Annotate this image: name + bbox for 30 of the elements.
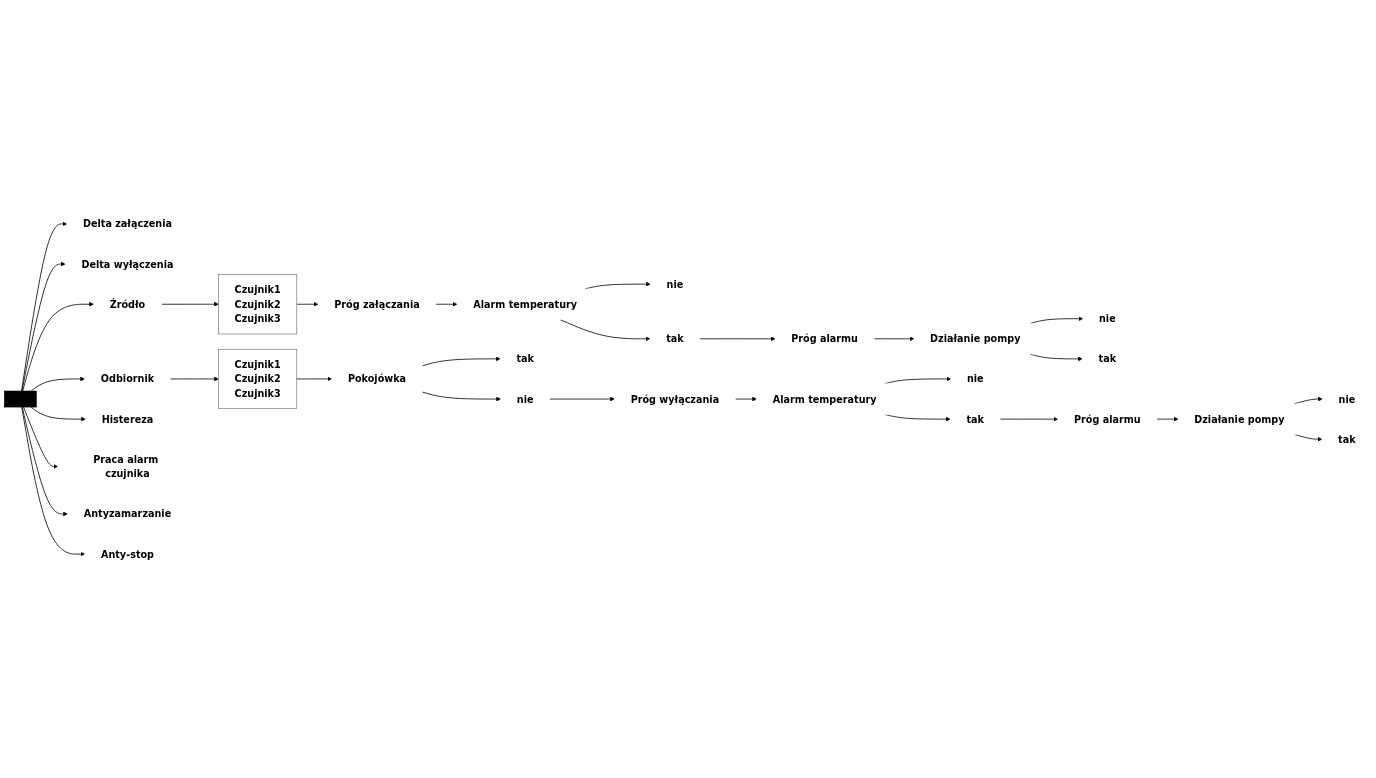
node-text: nie xyxy=(966,373,984,385)
node-box: Czujnik1 Czujnik2 Czujnik3 xyxy=(218,348,298,409)
node-text: Delta załączenia xyxy=(82,218,172,230)
node-text: tak xyxy=(666,333,684,345)
node-text: Delta wyłączenia xyxy=(81,258,174,270)
node-text: Histereza xyxy=(101,413,154,425)
node-text: Anty-stop xyxy=(100,548,155,560)
node-text: tak xyxy=(966,413,985,425)
node-text: Próg wyłączania xyxy=(630,393,720,405)
node-text: Działanie pompy xyxy=(930,333,1021,345)
node-text: nie xyxy=(666,278,684,290)
node-text: tak xyxy=(1338,433,1356,445)
node-text: tak xyxy=(516,353,534,365)
node-text: Alarm temperatury xyxy=(772,393,877,405)
node-text: Próg alarmu xyxy=(1073,413,1141,425)
node-text: Alarm temperatury xyxy=(473,298,578,310)
node-text: nie xyxy=(1098,313,1116,325)
node-text: Praca alarm czujnika xyxy=(93,453,159,480)
node-text: nie xyxy=(516,393,534,405)
node-text: Próg alarmu xyxy=(791,333,858,345)
node-text: Źródło xyxy=(109,298,146,310)
node-text: nie xyxy=(1338,393,1356,405)
node-box: Czujnik1 Czujnik2 Czujnik3 xyxy=(218,274,298,335)
node-text: Odbiornik xyxy=(100,373,155,385)
node-bar xyxy=(4,390,37,408)
node-text: tak xyxy=(1098,353,1117,365)
node-text: Próg załączania xyxy=(334,298,420,310)
node-text: Pokojówka xyxy=(347,373,407,385)
node-text: Antyzamarzanie xyxy=(83,508,172,520)
node-text: Działanie pompy xyxy=(1194,413,1285,425)
